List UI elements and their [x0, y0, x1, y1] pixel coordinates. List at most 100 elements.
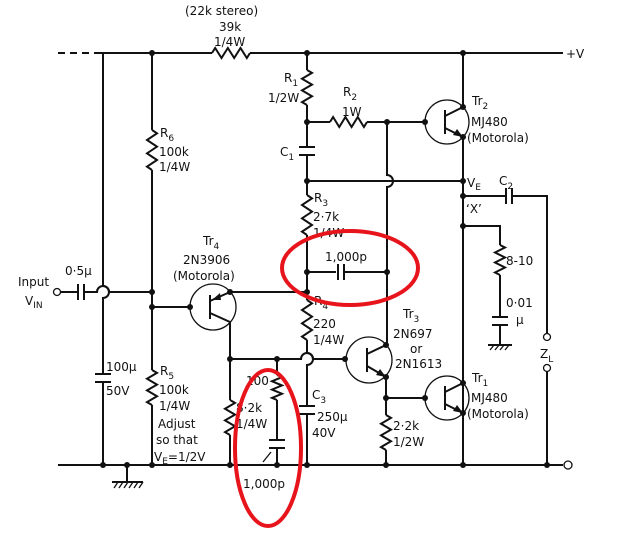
junction-dot [460, 178, 466, 184]
wire-left [102, 53, 110, 465]
ground-icon-zobel [489, 344, 510, 351]
top-resistor-note: (22k stereo) [185, 4, 258, 18]
junction-dot [460, 380, 466, 386]
load-label: ZL [540, 347, 553, 365]
highlight-top-capacitor [280, 229, 420, 307]
r1-power: 1/2W [268, 91, 299, 105]
junction-dot [149, 289, 155, 295]
r5-value: 100k [159, 383, 189, 397]
resistor-r3 [300, 194, 314, 236]
r6-power: 1/4W [159, 160, 190, 174]
input-vin-label: VIN [25, 294, 43, 311]
arrow-icon [262, 451, 272, 463]
adjust-note-2: so that [156, 433, 198, 447]
junction-dot [304, 178, 310, 184]
junction-dot [460, 223, 466, 229]
tr2-maker: (Motorola) [467, 131, 529, 145]
adjust-note-3: VE=1/2V [154, 450, 206, 467]
resistor-100 [269, 374, 285, 401]
x-point-label: ‘X’ [466, 202, 482, 216]
adjust-note-1: Adjust [158, 417, 196, 431]
junction-dot [460, 134, 466, 140]
junction-dot [274, 462, 280, 468]
junction-dot [304, 289, 310, 295]
cap-100u-voltage: 50V [106, 384, 130, 398]
wire-center-column [306, 53, 314, 465]
r3-label: R3 [314, 191, 328, 209]
resistor-r4 [300, 299, 314, 341]
wire-tr2 [444, 53, 464, 465]
r2-power: 1W [342, 105, 362, 119]
zobel-cap-value: 0·01 [506, 296, 533, 310]
ve-label: VE [467, 176, 481, 193]
c3-value: 250µ [317, 410, 348, 424]
tr1-part: MJ480 [471, 391, 508, 405]
junction-dot [460, 410, 466, 416]
junction-dot [460, 50, 466, 56]
cap-1000p-bottom [269, 439, 285, 449]
r1-label: R1 [284, 71, 298, 89]
junction-dot [422, 119, 428, 125]
output-terminal [563, 460, 573, 470]
tr2-part: MJ480 [471, 115, 508, 129]
highlight-bottom-capacitor [233, 368, 303, 528]
zobel-res-value: 8-10 [506, 254, 533, 268]
junction-dot [304, 50, 310, 56]
tr3-alt-part: 2N1613 [395, 357, 442, 371]
input-terminal [52, 287, 62, 297]
junction-dot [227, 462, 233, 468]
junction-dot [274, 356, 280, 362]
r4-value: 220 [313, 317, 336, 331]
junction-dot [227, 356, 233, 362]
input-cap-value: 0·5µ [65, 264, 92, 278]
junction-dot [304, 462, 310, 468]
resistor-r1 [300, 69, 314, 106]
tr4-part: 2N3906 [183, 253, 230, 267]
wire-zobel [463, 225, 512, 346]
resistor-r6 [145, 129, 159, 171]
junction-dot [187, 304, 193, 310]
resistor-39k [211, 46, 251, 60]
cap-1000p-top-label: 1,000p [325, 250, 367, 264]
wire-387 [386, 122, 394, 345]
wire-c2-load [463, 195, 548, 465]
load-terminal-top [542, 332, 552, 342]
junction-dots [100, 50, 550, 468]
tr1-label: Tr1 [471, 371, 488, 389]
resistor-8k2 [223, 399, 237, 436]
top-resistor-value: 39k [219, 20, 241, 34]
wire-tr1 [444, 382, 464, 414]
supply-label: +V [566, 47, 585, 61]
r-8k2-power: 1/4W [236, 417, 267, 431]
cap-input [77, 284, 85, 300]
junction-dot [544, 462, 550, 468]
junction-dot [227, 289, 233, 295]
r-2k2-value: 2·2k [393, 419, 419, 433]
junction-dot [124, 462, 130, 468]
load-terminal-bottom [542, 363, 552, 373]
resistor-r5 [145, 369, 159, 406]
junction-dot [383, 395, 389, 401]
cap-1000p-bottom-label: 1,000p [243, 477, 285, 491]
r-2k2-power: 1/2W [393, 435, 424, 449]
r4-power: 1/4W [313, 333, 344, 347]
wire-input [61, 285, 190, 308]
tr4-maker: (Motorola) [173, 269, 235, 283]
cap-1000p-top [337, 264, 345, 280]
ground-hatch [113, 481, 144, 489]
r5-power: 1/4W [159, 399, 190, 413]
tr3-alt-word: or [410, 342, 422, 356]
junction-dot [149, 304, 155, 310]
tr1-maker: (Motorola) [467, 407, 529, 421]
junction-dot [100, 462, 106, 468]
r2-label: R2 [343, 85, 357, 103]
r3-value: 2·7k [313, 210, 339, 224]
tr3-label: Tr3 [402, 307, 419, 325]
zobel-cap-unit: µ [516, 313, 524, 327]
resistor-2k2 [379, 414, 393, 451]
cap-100u-value: 100µ [106, 360, 137, 374]
junction-dot [460, 462, 466, 468]
c3-label: C3 [312, 388, 326, 406]
junction-dot [149, 462, 155, 468]
